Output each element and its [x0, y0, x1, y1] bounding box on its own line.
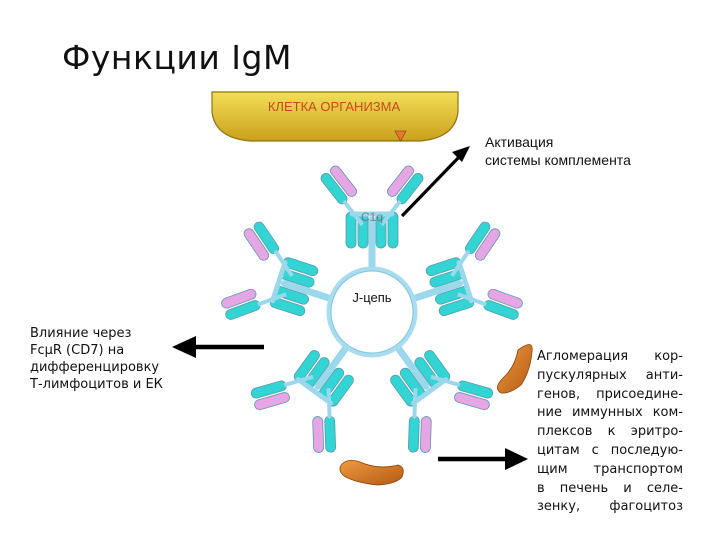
- agglomeration-line: цитам с последую-: [537, 442, 683, 458]
- c1q-label: C1q: [361, 210, 383, 224]
- influence-text: Влияние через FcμR (CD7) на дифференциро…: [30, 325, 190, 393]
- igm-monomer: [390, 350, 494, 453]
- j-chain: J-цепь: [326, 266, 418, 358]
- heavy-chain-domain: [324, 415, 337, 453]
- activation-line: Активация: [485, 134, 554, 150]
- host-cell: КЛЕТКА ОРГАНИЗМА: [211, 91, 459, 142]
- hinge-bar: [295, 377, 334, 406]
- influence-line: FcμR (CD7) на: [30, 343, 125, 358]
- light-chain-domain: [312, 416, 325, 453]
- agglomeration-line: зенку, фагоцитоз: [537, 499, 683, 515]
- igm-monomer: [320, 165, 424, 249]
- arrow-influence: [172, 336, 264, 358]
- igm-monomer: [250, 350, 354, 453]
- slide-title: Функции IgM: [62, 38, 292, 77]
- light-chain-domain: [387, 165, 414, 197]
- light-chain-domain: [454, 392, 490, 411]
- igm-monomers: [221, 165, 523, 453]
- arrow-agglomeration: [438, 448, 528, 470]
- j-chain-label: J-цепь: [352, 290, 391, 305]
- hinge-connector: [394, 344, 430, 390]
- hinge-bar: [456, 260, 474, 304]
- antigen-bottom: [339, 460, 404, 486]
- antigen-right: [497, 344, 533, 394]
- agglomeration-text: Агломерация кор- пускулярных анти- генов…: [537, 348, 683, 517]
- antigens: [339, 344, 533, 486]
- influence-line: дифференцировку: [30, 360, 160, 375]
- cell-receptor-icon: [394, 130, 407, 142]
- arrows: [172, 146, 528, 470]
- connectors: [281, 216, 463, 390]
- hinge-bar: [270, 260, 288, 304]
- agglomeration-line: в печень и селе-: [537, 480, 683, 496]
- agglomeration-line: щим транспортом: [537, 461, 683, 477]
- agglomeration-line: плексов к эритро-: [537, 424, 683, 440]
- activation-text: Активация системы комплемента: [485, 133, 631, 169]
- hinge-connector: [281, 280, 334, 302]
- agglomeration-line: Агломерация кор-: [537, 349, 683, 364]
- arrow-activation: [400, 146, 470, 218]
- influence-line: Т-лимфоцитов и ЕК: [30, 377, 163, 392]
- light-chain-domain: [221, 288, 257, 309]
- activation-line: системы комплемента: [485, 152, 631, 168]
- light-chain-domain: [254, 392, 290, 411]
- heavy-chain-domain: [407, 415, 420, 453]
- hinge-bar: [410, 377, 449, 406]
- cell-label: КЛЕТКА ОРГАНИЗМА: [268, 99, 401, 114]
- igm-monomer: [425, 221, 523, 320]
- agglomeration-line: ние иммунных ком-: [537, 405, 683, 421]
- igm-monomer: [221, 221, 319, 320]
- agglomeration-line: генов, присоедине-: [537, 386, 683, 402]
- light-chain-domain: [330, 165, 357, 197]
- hinge-connector: [314, 344, 350, 390]
- influence-line: Влияние через: [30, 326, 132, 341]
- light-chain-domain: [419, 416, 432, 453]
- light-chain-domain: [474, 228, 501, 261]
- light-chain-domain: [487, 288, 523, 309]
- hinge-connector: [410, 280, 463, 302]
- agglomeration-line: пускулярных анти-: [537, 367, 683, 383]
- light-chain-domain: [243, 228, 270, 261]
